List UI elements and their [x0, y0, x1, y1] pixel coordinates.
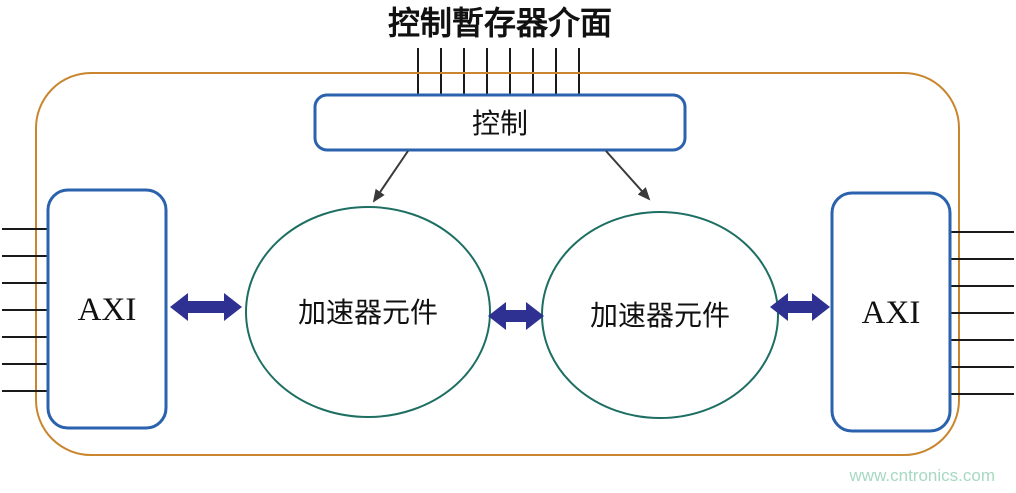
left-axi-box	[46, 188, 168, 430]
double-arrow-center	[488, 302, 544, 330]
double-arrow-axi-left	[170, 293, 242, 321]
control-box	[313, 93, 687, 152]
control-register-bus-lines	[417, 48, 580, 95]
diagram-title: 控制暫存器介面	[388, 5, 612, 41]
control-arrow-right	[605, 150, 651, 201]
control-box-label: 控制	[472, 108, 528, 139]
left-accelerator-label: 加速器元件	[298, 297, 438, 328]
left-accelerator-ellipse	[245, 206, 491, 418]
right-axi-bus-lines	[950, 231, 1014, 395]
right-accelerator-label: 加速器元件	[590, 300, 730, 331]
control-arrow-left	[372, 150, 409, 203]
outer-boundary	[35, 72, 960, 456]
double-arrow-axi-right	[770, 293, 830, 321]
right-axi-box	[830, 191, 952, 433]
right-axi-label: AXI	[862, 295, 921, 331]
watermark-text: www.cntronics.com	[849, 466, 995, 485]
left-axi-bus-lines	[2, 228, 48, 392]
left-axi-label: AXI	[78, 292, 137, 328]
